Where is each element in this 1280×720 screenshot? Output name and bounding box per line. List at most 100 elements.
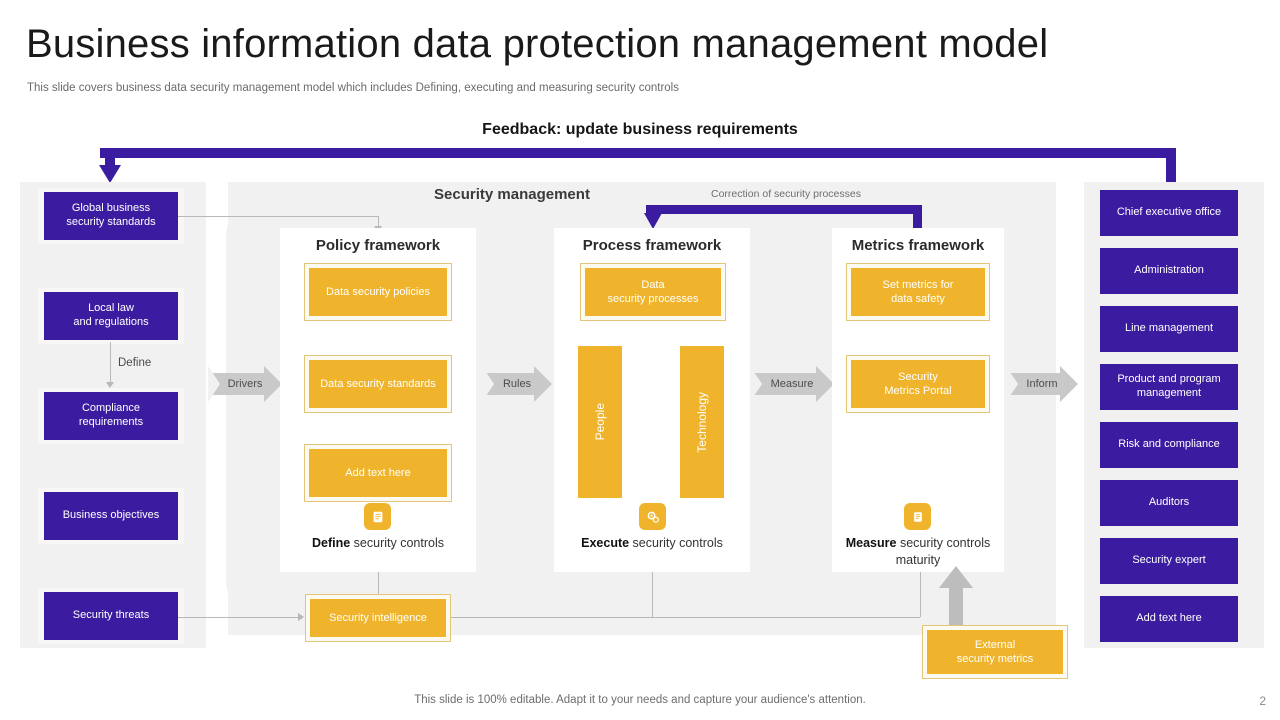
input-box-business-objectives[interactable]: Business objectives: [44, 492, 178, 540]
stakeholder-line-management[interactable]: Line management: [1100, 306, 1238, 352]
stakeholder-4-label: Risk and compliance: [1118, 438, 1220, 451]
policy-to-intel-line-v: [378, 572, 379, 594]
policy-box-2-label: Add text here: [345, 466, 411, 479]
stakeholder-2-label: Line management: [1124, 322, 1214, 335]
external-metrics-arrow-head-icon: [939, 566, 973, 588]
process-framework-caption: Execute security controls: [554, 535, 750, 552]
policy-box-data-security-policies[interactable]: Data security policies: [309, 268, 447, 316]
connector-inform: Inform: [1006, 366, 1078, 402]
input-box-0-line1: Global business: [71, 202, 151, 215]
stakeholder-1-label: Administration: [1134, 264, 1204, 277]
input-box-1-line1: Local law: [88, 302, 134, 315]
stakeholder-auditors[interactable]: Auditors: [1100, 480, 1238, 526]
metrics-caption-bold: Measure: [845, 536, 897, 550]
external-security-metrics-box[interactable]: External security metrics: [927, 630, 1063, 674]
define-connector-label: Define: [118, 357, 152, 369]
feedback-arrow-top-segment: [100, 148, 1176, 158]
stakeholder-add-text-here[interactable]: Add text here: [1100, 596, 1238, 642]
policy-framework-caption: Define security controls: [280, 535, 476, 552]
footer-note: This slide is 100% editable. Adapt it to…: [414, 694, 866, 706]
metrics-box-1-line1: Security: [898, 370, 938, 383]
stakeholder-0-label: Chief executive office: [1116, 206, 1222, 219]
metrics-caption-rest: security controls maturity: [895, 536, 991, 567]
metrics-box-0-line1: Set metrics for: [882, 278, 954, 291]
security-intelligence-box[interactable]: Security intelligence: [310, 599, 446, 637]
connector-drivers-label: Drivers: [227, 378, 263, 390]
correction-arrow-head-icon: [644, 213, 662, 229]
clipboard-chart-icon: [904, 503, 931, 530]
feedback-arrow-left-segment: [105, 148, 115, 170]
gear-settings-icon: [639, 503, 666, 530]
page-subtitle: This slide covers business data security…: [27, 82, 679, 94]
security-intelligence-label: Security intelligence: [329, 611, 427, 624]
metrics-framework-caption: Measure security controls maturity: [832, 535, 1004, 569]
input-box-4-line1: Security threats: [72, 609, 150, 622]
process-box-data-security-processes[interactable]: Data security processes: [585, 268, 721, 316]
page-number: 2: [1259, 694, 1266, 708]
stakeholder-risk-and-compliance[interactable]: Risk and compliance: [1100, 422, 1238, 468]
feedback-arrow-head-icon: [99, 165, 121, 183]
stakeholder-5-label: Auditors: [1148, 496, 1190, 509]
correction-arrow-right-segment: [913, 205, 922, 229]
document-scroll-icon: [364, 503, 391, 530]
process-pillar-people-label: People: [593, 403, 607, 441]
stakeholder-administration[interactable]: Administration: [1100, 248, 1238, 294]
metrics-framework-title: Metrics framework: [851, 237, 985, 254]
stakeholder-product-and-program-management[interactable]: Product and program management: [1100, 364, 1238, 410]
input-box-2-line2: requirements: [78, 416, 144, 428]
correction-arrow-top-segment: [646, 205, 922, 214]
input-box-1-line2: and regulations: [73, 316, 149, 328]
policy-box-data-security-standards[interactable]: Data security standards: [309, 360, 447, 408]
page-title: Business information data protection man…: [26, 22, 1049, 66]
input-box-local-law-and-regulations[interactable]: Local law and regulations: [44, 292, 178, 340]
policy-caption-bold: Define: [312, 536, 351, 550]
stakeholder-security-expert[interactable]: Security expert: [1100, 538, 1238, 584]
feedback-arrow-right-segment: [1166, 148, 1176, 186]
metrics-to-bottom-line-v: [920, 572, 921, 617]
stakeholder-chief-executive-office[interactable]: Chief executive office: [1100, 190, 1238, 236]
threats-to-intel-line: [178, 617, 300, 618]
process-pillar-technology-label: Technology: [695, 391, 709, 453]
standards-to-policy-line-v: [378, 216, 379, 228]
stakeholder-3-line2: management: [1136, 387, 1202, 399]
input-box-security-threats[interactable]: Security threats: [44, 592, 178, 640]
standards-to-policy-line-h: [178, 216, 378, 217]
connector-rules: Rules: [482, 366, 552, 402]
input-box-3-line1: Business objectives: [62, 509, 160, 522]
bottom-feedback-line-h: [348, 617, 920, 618]
input-box-0-line2: security standards: [66, 216, 156, 228]
external-metrics-line1: External: [974, 638, 1016, 651]
connector-rules-label: Rules: [502, 378, 532, 390]
process-box-0-line2: security processes: [607, 293, 699, 305]
define-connector-arrowhead-icon: [106, 382, 114, 388]
security-management-heading: Security management: [434, 186, 590, 203]
process-to-bottom-line-v: [652, 572, 653, 617]
correction-arrow-left-segment: [649, 205, 658, 217]
define-connector-line: [110, 342, 111, 384]
metrics-box-security-metrics-portal[interactable]: Security Metrics Portal: [851, 360, 985, 408]
panel-gap-right: [1056, 182, 1084, 648]
metrics-box-set-metrics-for-data-safety[interactable]: Set metrics for data safety: [851, 268, 985, 316]
stakeholder-3-line1: Product and program: [1117, 373, 1221, 386]
feedback-label: Feedback: update business requirements: [482, 121, 798, 138]
panel-gap-left: [206, 182, 228, 648]
connector-drivers: Drivers: [208, 366, 282, 402]
metrics-box-0-line2: data safety: [891, 293, 945, 305]
policy-framework-title: Policy framework: [315, 237, 441, 254]
external-metrics-arrow-shaft: [949, 584, 963, 626]
connector-measure-label: Measure: [770, 378, 814, 390]
process-pillar-technology[interactable]: Technology: [680, 346, 724, 498]
connector-inform-label: Inform: [1026, 378, 1058, 390]
input-box-global-business-security-standards[interactable]: Global business security standards: [44, 192, 178, 240]
process-box-0-line1: Data: [641, 278, 665, 291]
input-box-compliance-requirements[interactable]: Compliance requirements: [44, 392, 178, 440]
policy-box-0-label: Data security policies: [326, 285, 430, 298]
stakeholder-6-label: Security expert: [1132, 554, 1206, 567]
policy-box-add-text-here[interactable]: Add text here: [309, 449, 447, 497]
input-box-2-line1: Compliance: [81, 402, 141, 415]
process-pillar-people[interactable]: People: [578, 346, 622, 498]
metrics-box-1-line2: Metrics Portal: [884, 385, 952, 397]
process-framework-title: Process framework: [582, 237, 722, 254]
external-metrics-line2: security metrics: [956, 653, 1034, 665]
